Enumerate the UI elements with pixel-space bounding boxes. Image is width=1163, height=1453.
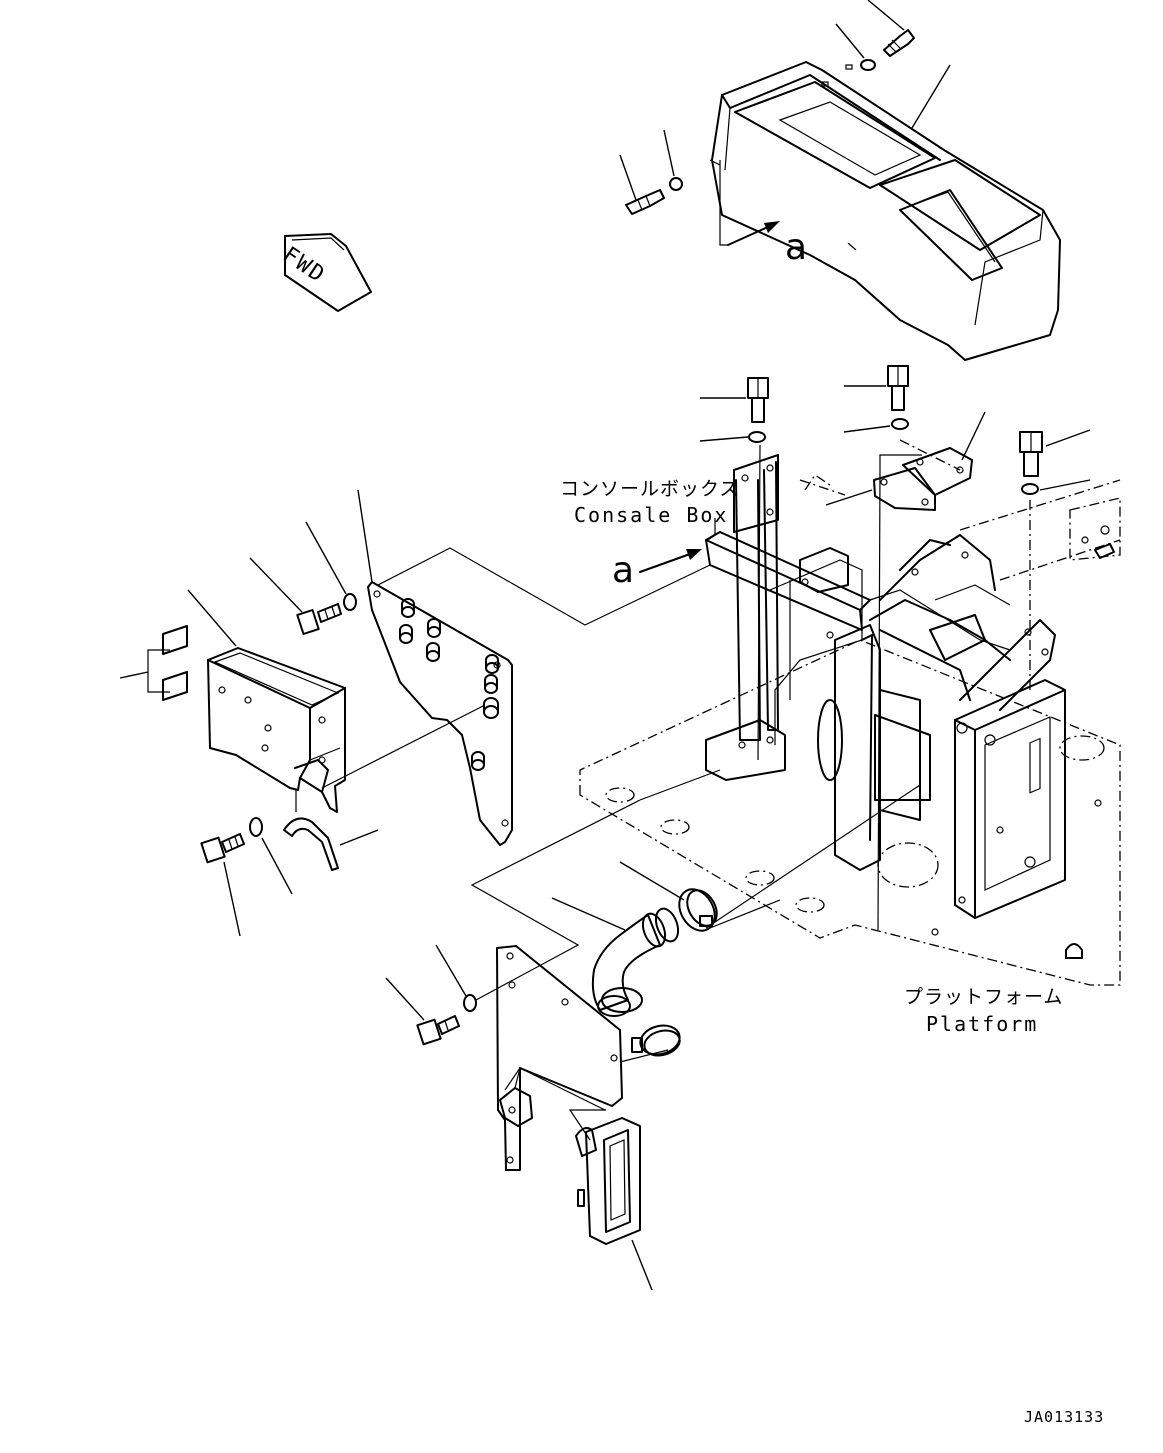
view-mark-mid: a <box>612 550 635 591</box>
view-mark-top: a <box>785 227 808 268</box>
bracket-bolt <box>249 521 357 635</box>
fwd-arrow-icon <box>284 233 372 312</box>
view-a-arrow-mid <box>639 518 716 573</box>
hose-clamp-lower <box>631 1024 681 1057</box>
mounting-box <box>187 589 486 813</box>
bracket-plate <box>357 489 711 846</box>
console-box-label-jp: コンソールボックス <box>560 478 740 500</box>
console-box-label-en: Consale Box <box>574 503 729 527</box>
platform-label-jp: プラットフォーム <box>904 986 1064 1008</box>
duct-bracket <box>496 945 669 1171</box>
bolt-right <box>1019 429 1091 495</box>
hose-clamp-upper <box>619 861 718 932</box>
cover-screw-top <box>835 0 915 71</box>
duct-elbow <box>551 897 680 1017</box>
drawing-code: JA013133 <box>1024 1408 1105 1426</box>
lower-bolt <box>200 817 379 937</box>
duct-bolt <box>385 799 641 1046</box>
label-stickers <box>119 625 188 701</box>
bolt-middle <box>843 365 909 433</box>
console-cover <box>709 61 1061 361</box>
view-a-arrow-top <box>719 160 780 246</box>
cover-screw-left <box>619 64 951 215</box>
duct-outlet <box>568 1109 653 1291</box>
platform-frame <box>579 439 1121 986</box>
bolt-left <box>699 377 769 443</box>
platform-label-en: Platform <box>926 1012 1039 1036</box>
